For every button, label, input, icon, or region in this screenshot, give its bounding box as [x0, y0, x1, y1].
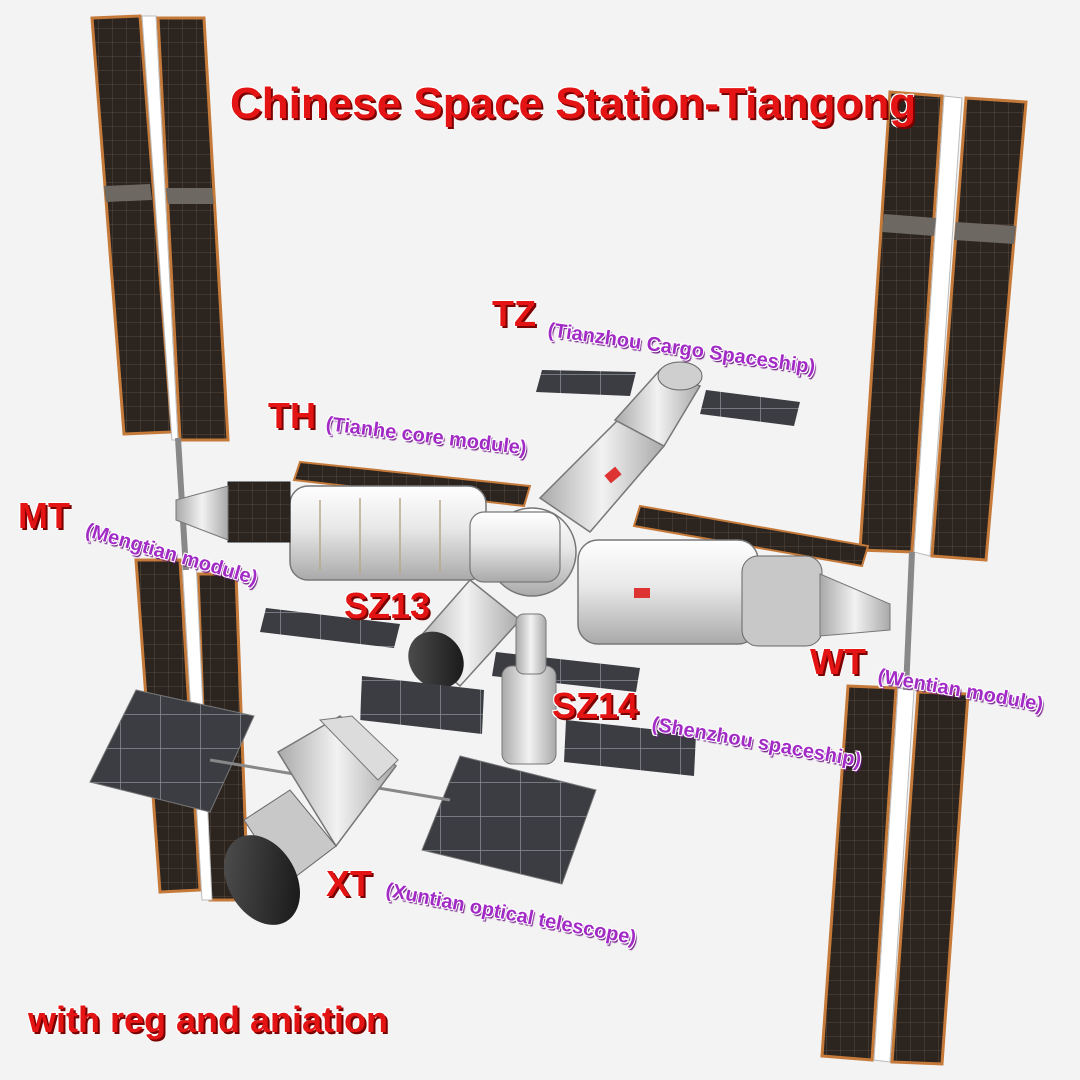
shenzhou-14-spaceship [360, 613, 696, 776]
label-th-code: TH [268, 395, 316, 436]
tianhe-core-module [469, 507, 577, 597]
tianzhou-cargo-ship [536, 361, 800, 533]
label-sz14-code: SZ14 [552, 685, 639, 726]
wentian-truss [903, 551, 915, 691]
wentian-module [577, 539, 891, 647]
wentian-upper-solar-array [858, 90, 1028, 562]
label-sz13-code: SZ13 [344, 585, 431, 626]
shenzhou-13-spaceship [260, 578, 522, 689]
label-wt-code: WT [810, 641, 866, 682]
label-xt-code: XT [326, 863, 373, 904]
page-title: Chinese Space Station-Tiangong [230, 79, 917, 128]
mengtian-module [175, 481, 487, 581]
mengtian-upper-solar-array [90, 14, 230, 442]
label-mt-code: MT [18, 495, 70, 536]
xuntian-optical-telescope [89, 689, 597, 925]
wentian-lower-solar-array [820, 684, 970, 1066]
label-tz-code: TZ [492, 293, 536, 334]
footer-caption: with reg and aniation [28, 999, 389, 1040]
